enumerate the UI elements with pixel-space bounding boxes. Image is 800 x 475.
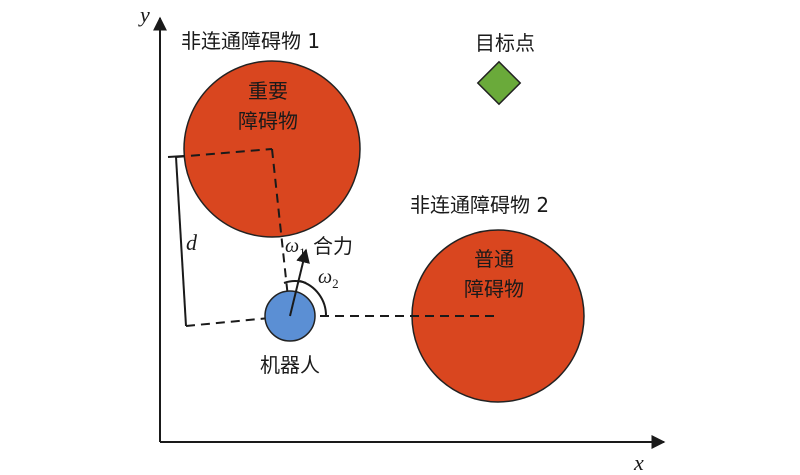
distance-d-tick [167,155,185,158]
omega2-label: ω2 [318,266,339,291]
obstacle-2-inner-line-1: 普通 [474,247,514,271]
target-diamond [476,60,522,106]
target-label: 目标点 [475,31,535,55]
distance-d-label: d [186,230,198,255]
obstacle-1-inner-line-2: 障碍物 [238,109,298,133]
dashed-line-obstacle1-to-robot [271,148,291,317]
distance-d-line [175,156,187,327]
robot-label: 机器人 [260,353,320,377]
obstacle-2-inner-line-2: 障碍物 [464,277,524,301]
omega2-angle-arc [299,280,328,317]
dashed-line-obstacle1-horizontal [175,148,273,158]
obstacle-1-title: 非连通障碍物 1 [181,29,320,53]
y-axis-label: y [138,2,150,27]
resultant-force-label: 合力 [313,234,353,258]
omega1-label: ω1 [285,235,306,260]
obstacle-1-inner-line-1: 重要 [248,79,288,103]
resultant-force-arrow [289,248,310,317]
obstacle-2-title: 非连通障碍物 2 [410,193,549,217]
x-axis-label: x [633,450,644,475]
dashed-line-robot-left [185,315,291,327]
